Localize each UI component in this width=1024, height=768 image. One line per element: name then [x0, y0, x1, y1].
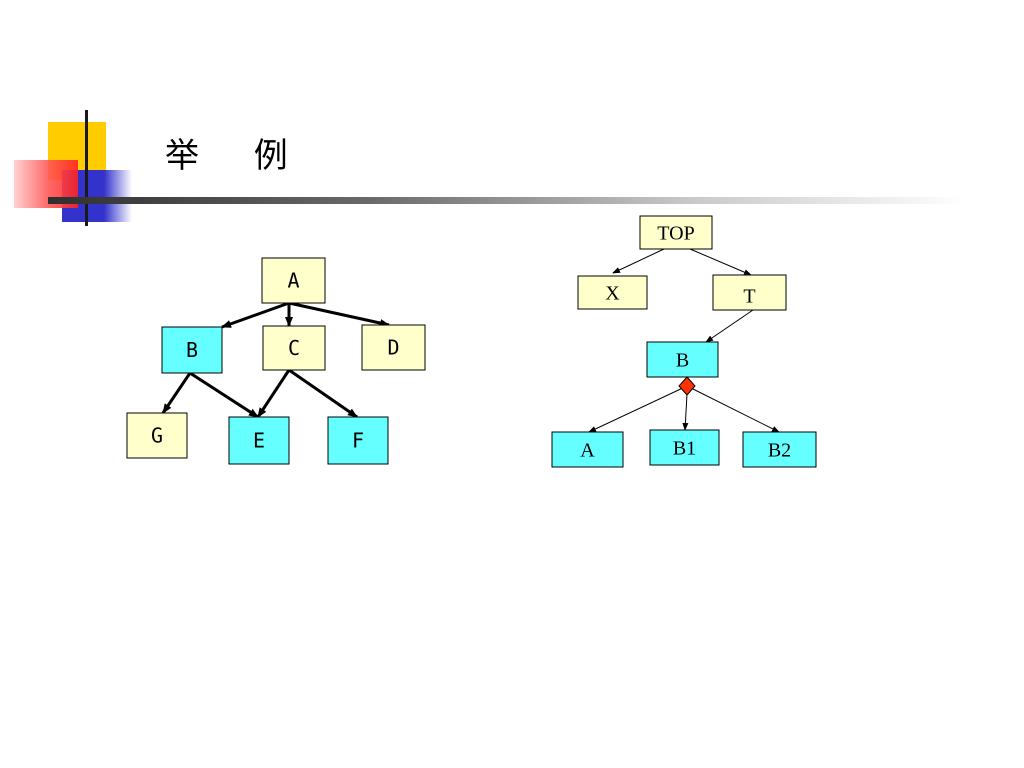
right-node-x: X	[577, 275, 648, 310]
title-underline	[48, 197, 968, 204]
left-node-d-label: D	[387, 336, 399, 360]
right-edge-top-x	[612, 248, 665, 274]
right-node-t: T	[712, 274, 787, 311]
left-edge-c-e	[256, 369, 291, 418]
right-node-a-box	[551, 431, 624, 468]
right-node-b1: B1	[649, 429, 720, 466]
left-node-e: E	[228, 416, 290, 465]
right-node-top-label: TOP	[657, 223, 694, 245]
right-edge-b-b2	[686, 385, 780, 433]
left-edge-a-b	[221, 301, 290, 329]
right-edge-top-t	[689, 248, 752, 276]
deco-vertical-line	[85, 110, 88, 226]
left-node-a-box	[261, 257, 326, 304]
left-node-b-label: B	[186, 338, 198, 362]
right-node-x-box	[577, 275, 648, 310]
slide-title: 举 例	[165, 136, 310, 176]
right-node-b-label: B	[676, 350, 689, 372]
left-node-a: A	[261, 257, 326, 304]
right-node-b2-box	[742, 431, 817, 468]
right-node-a: A	[551, 431, 624, 468]
right-node-t-box	[712, 274, 787, 311]
left-node-g-label: G	[151, 424, 163, 448]
left-node-g-box	[126, 412, 188, 459]
right-node-b-box	[646, 341, 719, 378]
right-node-t-label: T	[743, 285, 755, 307]
left-node-g: G	[126, 412, 188, 459]
left-diagram-nodes: A B C D G E F	[126, 257, 426, 465]
right-edge-b-a	[588, 385, 688, 433]
right-diagram-edges	[588, 248, 780, 433]
left-node-b: B	[161, 326, 223, 374]
left-node-e-label: E	[253, 429, 265, 453]
aggregation-diamond-layer	[678, 376, 696, 396]
right-node-b2: B2	[742, 431, 817, 468]
right-node-top-box	[639, 215, 713, 250]
right-diagram-nodes: TOP X T B A B1 B2	[551, 215, 817, 468]
left-node-c-box	[262, 325, 326, 371]
left-node-f-box	[327, 416, 389, 465]
left-node-a-label: A	[287, 269, 299, 293]
right-edge-t-b	[705, 309, 754, 343]
right-node-b: B	[646, 341, 719, 378]
right-node-top: TOP	[639, 215, 713, 250]
left-edge-a-d	[288, 301, 390, 327]
left-edge-b-e	[189, 371, 259, 419]
left-node-d-box	[361, 324, 426, 371]
left-node-b-box	[161, 326, 223, 374]
left-node-f-label: F	[352, 429, 364, 453]
left-node-c: C	[262, 325, 326, 371]
left-node-e-box	[228, 416, 290, 465]
right-node-x-label: X	[605, 283, 620, 305]
left-diagram-edges	[161, 301, 390, 419]
right-node-b1-box	[649, 429, 720, 466]
left-node-d: D	[361, 324, 426, 371]
right-node-b2-label: B2	[768, 440, 791, 462]
aggregation-diamond	[678, 376, 696, 396]
left-node-f: F	[327, 416, 389, 465]
right-node-a-label: A	[580, 440, 595, 462]
right-node-b1-label: B1	[673, 438, 696, 460]
left-node-c-label: C	[288, 336, 300, 360]
right-edge-b-b1	[682, 393, 689, 431]
left-edge-c-f	[288, 368, 358, 419]
left-edge-b-g	[161, 372, 192, 414]
